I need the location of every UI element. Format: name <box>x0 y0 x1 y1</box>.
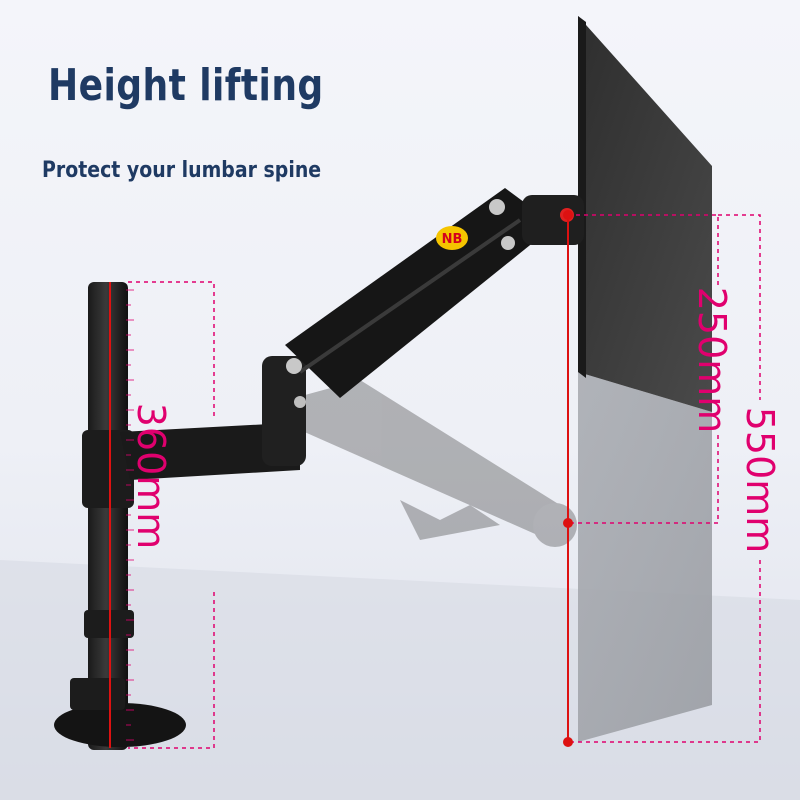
ghost-monitor <box>578 372 712 742</box>
desk-clamp-base <box>54 703 186 747</box>
tilt-head <box>522 195 584 245</box>
monitor-edge <box>578 16 586 378</box>
travel-dot-mid <box>563 518 573 528</box>
pole-height-label: 360mm <box>129 402 173 550</box>
travel-dot-top <box>563 210 573 220</box>
pole-clamp <box>82 430 134 508</box>
guide-250 <box>568 214 719 285</box>
upper-arm <box>285 188 555 398</box>
lower-arm <box>120 424 300 480</box>
guide-550 <box>718 214 761 400</box>
svg-text:NB: NB <box>442 232 463 247</box>
ghost-arm <box>300 380 577 547</box>
arm-travel-label: 250mm <box>690 286 734 434</box>
monitor-panel <box>578 16 712 412</box>
subline: Protect your lumbar spine <box>42 158 322 183</box>
brand-badge: NB <box>436 226 468 250</box>
headline: Height lifting <box>48 60 324 111</box>
travel-dot-bottom <box>563 737 573 747</box>
total-range-label: 550mm <box>738 406 782 554</box>
guide-360 <box>128 281 215 418</box>
pole-ruler <box>126 289 134 741</box>
dimension-guides <box>128 214 761 749</box>
